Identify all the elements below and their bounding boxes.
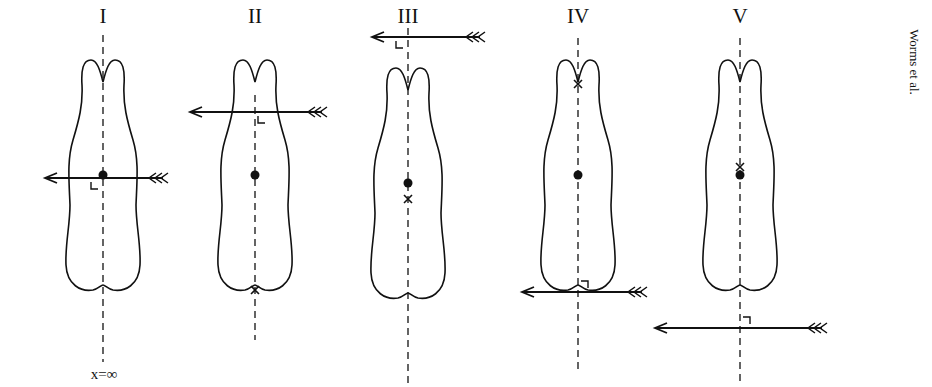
force-arrow (190, 111, 322, 113)
arrow-fletching (478, 32, 485, 42)
force-arrow (522, 291, 642, 293)
centre-of-rotation (404, 195, 412, 203)
arrow-fletching (320, 107, 327, 117)
long-axis (739, 38, 740, 384)
arrow-head (655, 323, 667, 333)
figure-numeral: V (732, 6, 747, 27)
tooth-outline (66, 60, 140, 290)
figure-numeral: II (248, 6, 262, 27)
credit-note: Worms et al. (908, 29, 921, 95)
arrow-fletching (161, 173, 168, 183)
rotation-centre-label: x=∞ (89, 366, 120, 383)
centre-of-rotation (736, 163, 744, 171)
tooth-outline (218, 60, 292, 290)
centre-of-resistance (251, 171, 260, 180)
arrow-head (190, 107, 202, 117)
centre-of-resistance (404, 179, 413, 188)
right-angle-mark (743, 317, 750, 324)
centre-of-rotation (251, 286, 259, 294)
tooth-outline (541, 60, 615, 290)
figure-numeral: IV (567, 6, 589, 27)
centre-of-resistance (574, 171, 583, 180)
tooth-outline (703, 60, 777, 290)
right-angle-mark (258, 116, 265, 123)
tooth-figure (371, 28, 485, 384)
tooth-figure (655, 38, 827, 384)
figure-numeral: I (100, 6, 107, 27)
figure-numeral: III (398, 6, 419, 27)
arrow-head (372, 32, 384, 42)
arrow-fletching (820, 323, 827, 333)
arrow-head (45, 173, 57, 183)
force-arrow (655, 327, 822, 329)
force-arrow (45, 177, 163, 179)
tooth-outline (371, 68, 445, 298)
long-axis (407, 28, 408, 384)
long-axis (102, 35, 103, 362)
right-angle-mark (581, 281, 588, 288)
centre-of-resistance (736, 171, 745, 180)
force-arrow (372, 36, 480, 38)
arrow-fletching (640, 287, 647, 297)
tooth-figure (190, 60, 327, 340)
tooth-figure (522, 38, 647, 372)
right-angle-mark (91, 182, 98, 189)
arrow-head (522, 287, 534, 297)
right-angle-mark (396, 41, 403, 48)
long-axis (254, 95, 255, 340)
centre-of-rotation (574, 80, 582, 88)
tooth-figure (45, 35, 168, 362)
long-axis (577, 38, 578, 372)
